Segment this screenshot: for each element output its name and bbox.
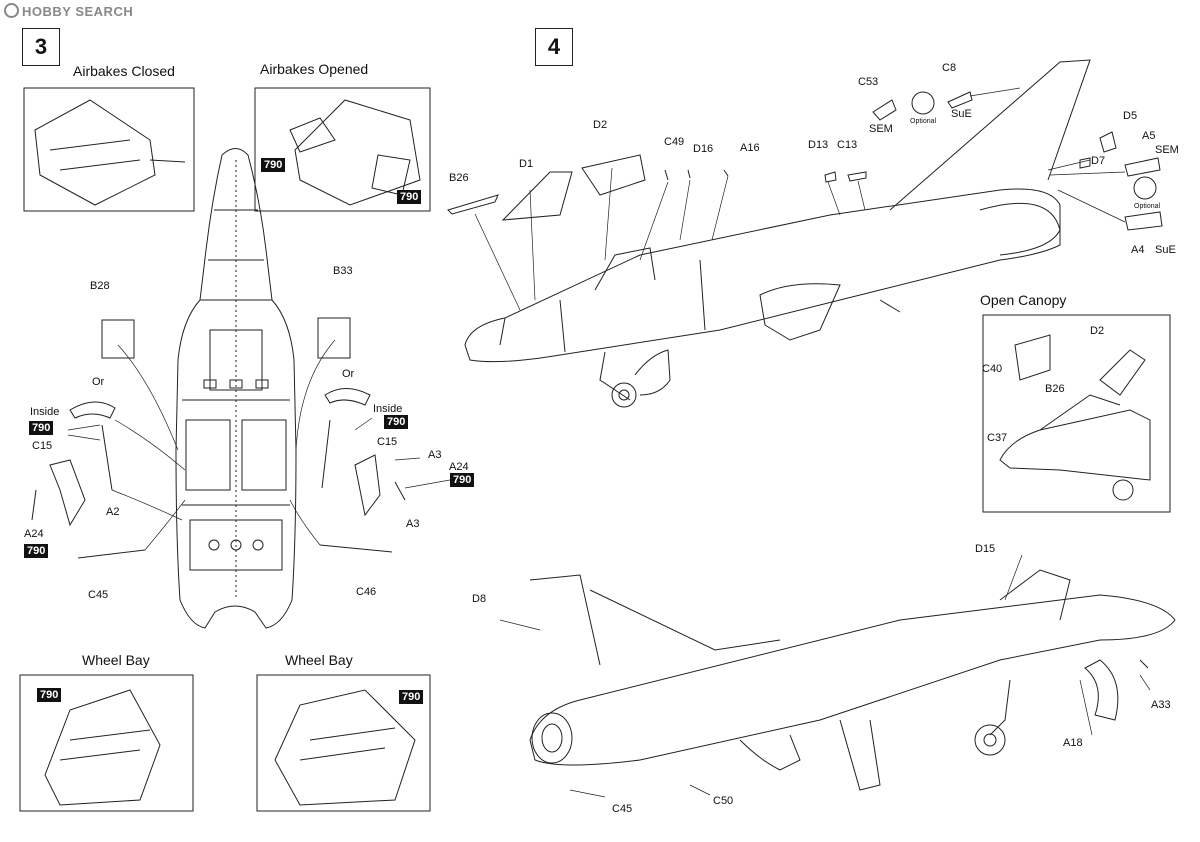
- paint-code-badge: 790: [399, 690, 424, 704]
- paint-code-badge: 790: [397, 190, 422, 204]
- part-label-d15: D15: [975, 543, 996, 555]
- part-label-d8: D8: [472, 593, 487, 605]
- part-label-d1: D1: [519, 158, 534, 170]
- paint-code-badge: 790: [261, 158, 286, 172]
- label-sue-top: SuE: [951, 108, 972, 120]
- part-label-d2-inset: D2: [1090, 325, 1105, 337]
- part-label-c53: C53: [858, 76, 879, 88]
- label-optional-right: Optional: [1134, 203, 1161, 210]
- watermark-text: HOBBY SEARCH: [22, 4, 134, 19]
- inset-airbrakes-opened: [254, 87, 431, 212]
- part-label-c45-bottom: C45: [612, 803, 633, 815]
- part-label-a5: A5: [1142, 130, 1156, 142]
- label-sem-left: SEM: [869, 123, 893, 135]
- paint-code-badge: 790: [24, 544, 49, 558]
- label-sem-right: SEM: [1155, 144, 1179, 156]
- part-label-a16: A16: [740, 142, 760, 154]
- caption-airbrakes-closed: Airbakes Closed: [73, 63, 175, 79]
- step-4-number: 4: [535, 28, 573, 66]
- label-optional-left: Optional: [910, 118, 937, 125]
- watermark: HOBBY SEARCH: [4, 3, 133, 19]
- part-label-c46: C46: [356, 586, 377, 598]
- part-label-a3-top: A3: [428, 449, 442, 461]
- inset-wheel-bay-left: [19, 674, 194, 812]
- part-label-d7: D7: [1091, 155, 1106, 167]
- part-label-c40: C40: [982, 363, 1003, 375]
- part-label-a4: A4: [1131, 244, 1145, 256]
- part-label-b28: B28: [90, 280, 110, 292]
- inset-open-canopy: [982, 314, 1171, 513]
- part-label-c13: C13: [837, 139, 858, 151]
- step-3-number: 3: [22, 28, 60, 66]
- inset-wheel-bay-right: [256, 674, 431, 812]
- part-label-b26-top: B26: [449, 172, 469, 184]
- part-label-c45-left: C45: [88, 589, 109, 601]
- inset-airbrakes-closed: [23, 87, 195, 212]
- part-label-d16: D16: [693, 143, 714, 155]
- fuselage-top-view: [175, 148, 297, 629]
- part-label-c37: C37: [987, 432, 1008, 444]
- label-inside-right: Inside: [373, 403, 403, 415]
- part-label-c49: C49: [664, 136, 685, 148]
- caption-wheel-bay-right: Wheel Bay: [285, 652, 353, 668]
- paint-code-badge: 790: [450, 473, 475, 487]
- aircraft-side-view-bottom: [529, 569, 1176, 791]
- part-label-c50: C50: [713, 795, 734, 807]
- aircraft-side-view-top: [464, 59, 1091, 408]
- watermark-logo-icon: [4, 3, 19, 18]
- label-inside-left: Inside: [30, 406, 60, 418]
- paint-code-badge: 790: [384, 415, 409, 429]
- part-label-d2-top: D2: [593, 119, 608, 131]
- part-label-a24-left: A24: [24, 528, 44, 540]
- caption-wheel-bay-left: Wheel Bay: [82, 652, 150, 668]
- part-label-d5: D5: [1123, 110, 1138, 122]
- part-label-b33: B33: [333, 265, 353, 277]
- part-label-c15-left: C15: [32, 440, 53, 452]
- paint-code-badge: 790: [37, 688, 62, 702]
- part-label-d13: D13: [808, 139, 829, 151]
- part-label-c15-right: C15: [377, 436, 398, 448]
- label-or-right: Or: [342, 368, 355, 380]
- part-label-a24-right: A24: [449, 461, 469, 473]
- caption-airbrakes-opened: Airbakes Opened: [260, 61, 369, 77]
- part-label-a3-bottom: A3: [406, 518, 420, 530]
- caption-open-canopy: Open Canopy: [980, 292, 1067, 308]
- part-label-b26-inset: B26: [1045, 383, 1065, 395]
- label-sue-right: SuE: [1155, 244, 1176, 256]
- part-label-a18: A18: [1063, 737, 1083, 749]
- part-label-c8: C8: [942, 62, 957, 74]
- paint-code-badge: 790: [29, 421, 54, 435]
- part-label-a33: A33: [1151, 699, 1171, 711]
- part-label-a2: A2: [106, 506, 120, 518]
- label-or-left: Or: [92, 376, 105, 388]
